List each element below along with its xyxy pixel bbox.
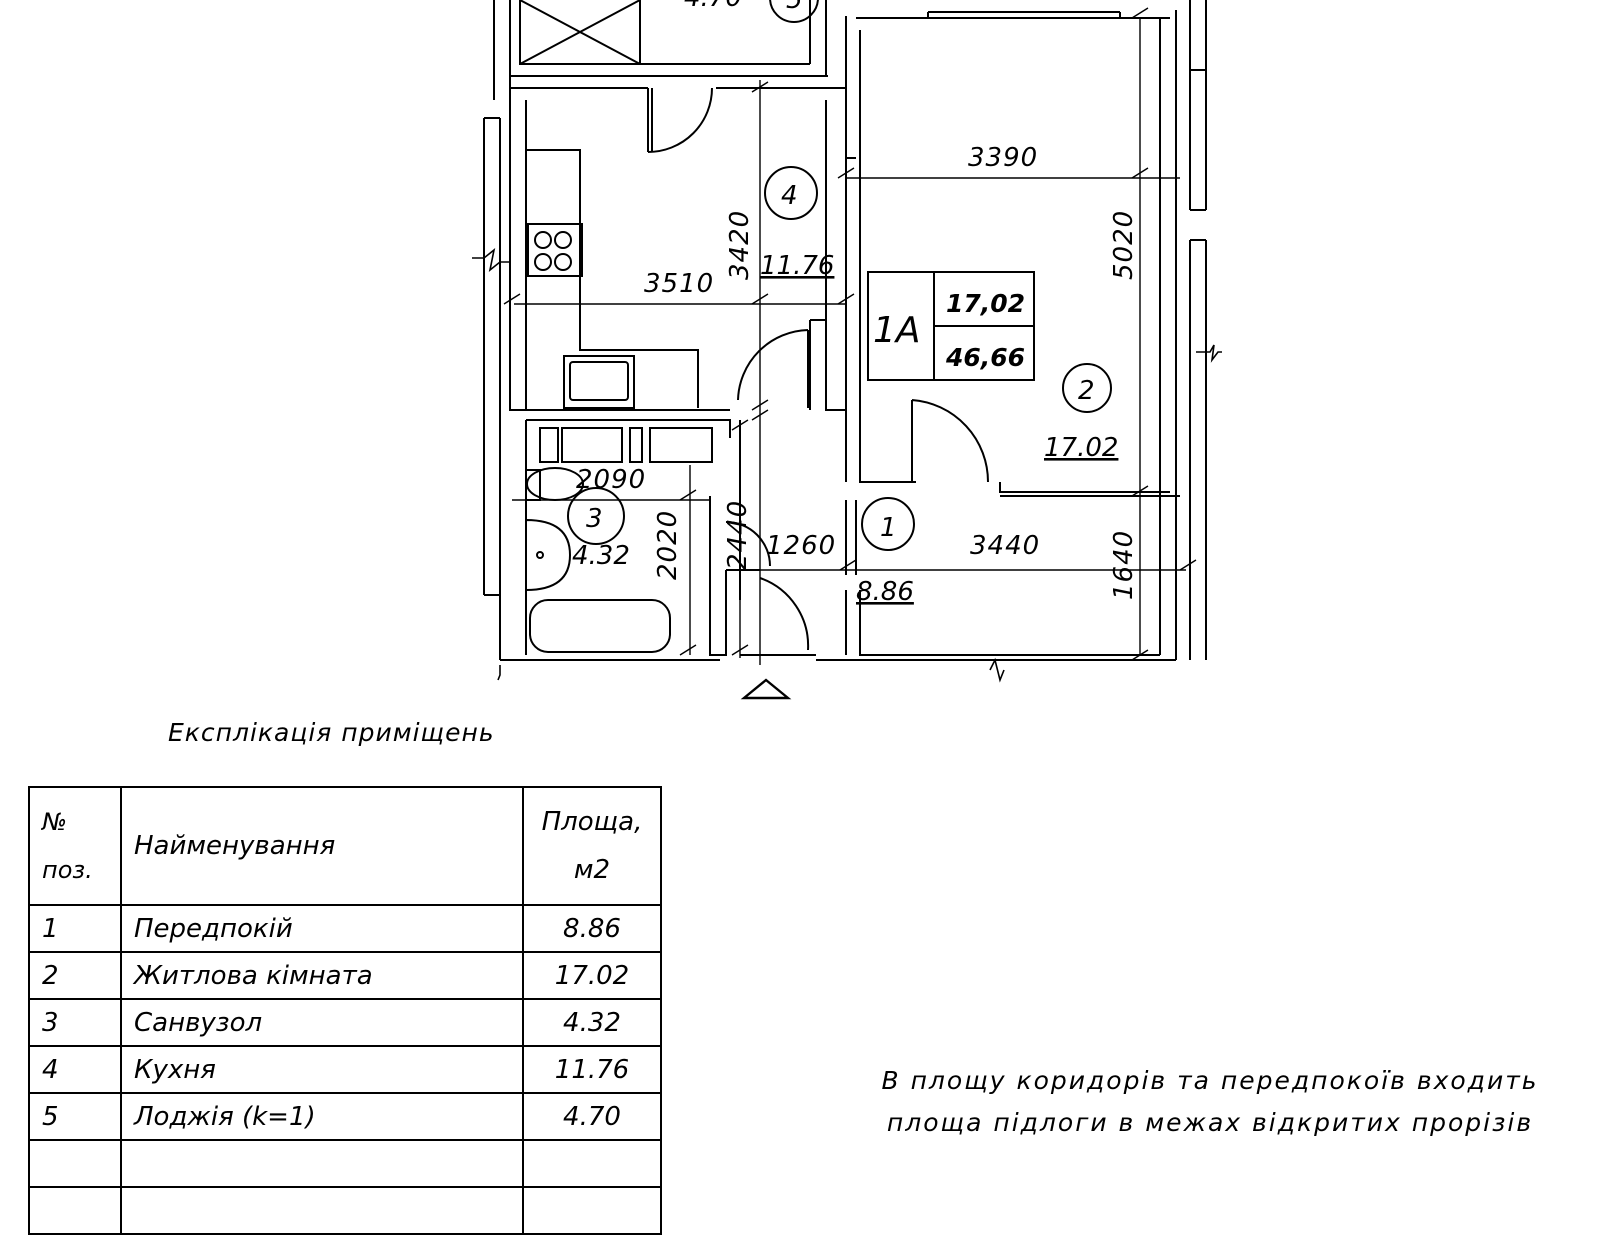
total-area-value: 46,66 bbox=[945, 343, 1025, 372]
area-note-line-2: площа підлоги в межах відкритих прорізів bbox=[886, 1108, 1534, 1137]
row-area: 8.86 bbox=[522, 904, 662, 953]
row-name: Лоджія (k=1) bbox=[120, 1092, 524, 1141]
living-area-value: 17,02 bbox=[946, 289, 1025, 318]
room-number-4: 4 bbox=[781, 181, 798, 211]
row-num: 3 bbox=[28, 998, 122, 1047]
door-hall bbox=[737, 329, 809, 408]
row-num: 5 bbox=[28, 1092, 122, 1141]
room2-walls bbox=[845, 10, 1180, 660]
area-note: В площу коридорів та передпокоїв входить… bbox=[860, 1060, 1560, 1144]
dim-3510: 3510 bbox=[644, 269, 714, 299]
row-name: Передпокій bbox=[120, 904, 524, 953]
room-area-2: 17.02 bbox=[1044, 433, 1118, 463]
door-kitchen bbox=[647, 87, 713, 153]
room-marker-1 bbox=[861, 497, 915, 551]
room-marker-5 bbox=[769, 0, 819, 23]
row-num: 4 bbox=[28, 1045, 122, 1094]
dim-5020: 5020 bbox=[1109, 210, 1139, 280]
table-header-row: № поз. Найменування Площа, м2 bbox=[28, 786, 662, 906]
table-row: 5 Лоджія (k=1) 4.70 bbox=[28, 1092, 662, 1141]
bathtub-icon bbox=[529, 599, 671, 653]
row-area: 17.02 bbox=[522, 951, 662, 1000]
room-number-2: 2 bbox=[1078, 376, 1095, 406]
dim-3390: 3390 bbox=[968, 143, 1038, 173]
stove-icon bbox=[527, 223, 583, 277]
room-marker-4 bbox=[764, 166, 818, 220]
room-number-5: 5 bbox=[786, 0, 803, 15]
room-area-3: 4.32 bbox=[572, 541, 630, 571]
table-row: 2 Житлова кімната 17.02 bbox=[28, 951, 662, 1000]
door-bath bbox=[725, 521, 771, 567]
dimension-lines bbox=[512, 18, 1186, 665]
apartment-code: 1A bbox=[873, 310, 921, 351]
dim-2020: 2020 bbox=[653, 510, 683, 580]
washbasin-icon bbox=[525, 518, 572, 592]
dim-3440: 3440 bbox=[970, 531, 1040, 561]
table-row: 1 Передпокій 8.86 bbox=[28, 904, 662, 953]
entrance-marker bbox=[740, 678, 792, 700]
sink-icon bbox=[563, 355, 635, 409]
table-row-empty bbox=[28, 1139, 662, 1188]
room-area-1: 8.86 bbox=[856, 577, 914, 607]
table-row: 3 Санвузол 4.32 bbox=[28, 998, 662, 1047]
kitchen-counter bbox=[525, 149, 699, 408]
dim-2440: 2440 bbox=[723, 500, 753, 570]
row-num: 2 bbox=[28, 951, 122, 1000]
table-row-empty bbox=[28, 1186, 662, 1235]
dim-1260: 1260 bbox=[766, 531, 836, 561]
row-name: Кухня bbox=[120, 1045, 524, 1094]
wall-left bbox=[483, 0, 511, 660]
header-name: Найменування bbox=[120, 786, 524, 906]
dim-1640: 1640 bbox=[1109, 530, 1139, 600]
loggia-walls bbox=[510, 0, 828, 77]
break-marks bbox=[472, 248, 1222, 683]
room-area-5: 4.70 bbox=[684, 0, 742, 13]
toilet-icon bbox=[526, 467, 584, 501]
row-name: Житлова кімната bbox=[120, 951, 524, 1000]
floor-plan: 1A 17,02 46,66 4 2 1 3 5 11.76 17.02 8.8… bbox=[472, 0, 1222, 700]
explication-title: Експлікація приміщень bbox=[168, 718, 495, 747]
washer-icon bbox=[539, 427, 559, 463]
dim-3420: 3420 bbox=[725, 210, 755, 280]
dim-2090: 2090 bbox=[576, 465, 646, 495]
room-marker-2 bbox=[1062, 363, 1112, 413]
area-note-line-1: В площу коридорів та передпокоїв входить bbox=[881, 1066, 1539, 1095]
kitchen-walls bbox=[509, 87, 856, 411]
explication-table: № поз. Найменування Площа, м2 1 Передпок… bbox=[28, 786, 662, 1235]
table-row: 4 Кухня 11.76 bbox=[28, 1045, 662, 1094]
room-marker-3 bbox=[567, 487, 625, 545]
header-area: Площа, м2 bbox=[522, 786, 662, 906]
row-area: 11.76 bbox=[522, 1045, 662, 1094]
room-area-4: 11.76 bbox=[760, 251, 834, 281]
row-name: Санвузол bbox=[120, 998, 524, 1047]
row-area: 4.70 bbox=[522, 1092, 662, 1141]
room-number-3: 3 bbox=[586, 504, 603, 534]
header-num: № поз. bbox=[28, 786, 122, 906]
room-number-1: 1 bbox=[880, 513, 897, 543]
door-living bbox=[911, 399, 990, 483]
hallway-walls bbox=[500, 319, 1176, 661]
window-right bbox=[1189, 0, 1207, 660]
row-num: 1 bbox=[28, 904, 122, 953]
row-area: 4.32 bbox=[522, 998, 662, 1047]
door-entry bbox=[759, 577, 810, 651]
